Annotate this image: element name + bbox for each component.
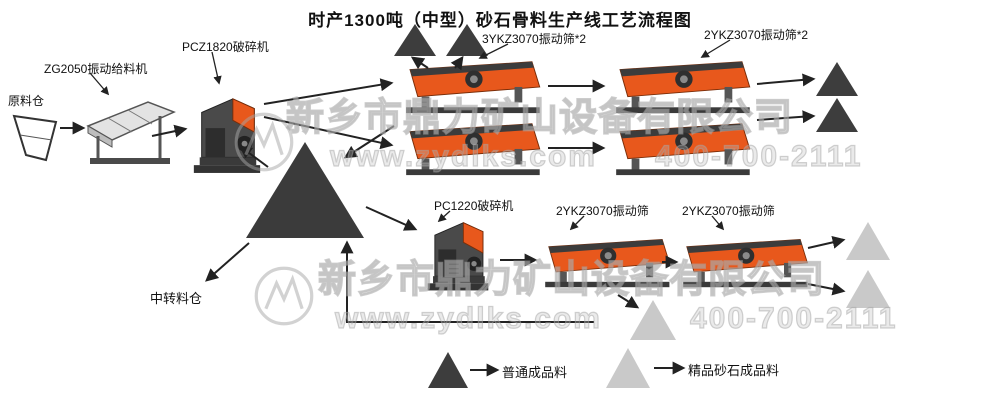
dingli-logo-watermark-2 [254, 266, 314, 326]
arrow-screen-b2-to-pile [756, 110, 816, 124]
screen-group-b-label: 2YKZ3070振动筛*2 [704, 28, 809, 42]
legend-ordinary-triangle [428, 352, 468, 388]
screen-d-machine [683, 239, 808, 288]
screen-a2-machine [406, 123, 541, 176]
screen-c-label: 2YKZ3070振动筛 [556, 204, 649, 218]
screen-d-label: 2YKZ3070振动筛 [682, 204, 775, 218]
pointer-primary-crusher-label [211, 51, 222, 85]
stockpile-triangle-right-2 [816, 98, 858, 132]
legend-premium-label: 精品砂石成品料 [688, 363, 780, 378]
screen-group-a-label: 3YKZ3070振动筛*2 [482, 32, 587, 46]
arrow-transfer-to-pc1220 [365, 206, 418, 231]
primary-crusher-label: PCZ1820破碎机 [182, 40, 269, 54]
arrow-crusher-to-screen-a2 [263, 116, 394, 150]
secondary-crusher-label: PC1220破碎机 [434, 199, 514, 213]
watermark-website-2: www.zydlks.com [334, 301, 602, 335]
arrow-transfer-to-label [205, 242, 250, 282]
transfer-bin-triangle [246, 142, 364, 238]
vibrating-feeder-machine [86, 101, 176, 164]
stockpile-triangle-right-1 [816, 62, 858, 96]
legend-ordinary-label: 普通成品料 [502, 365, 568, 380]
feeder-label: ZG2050振动给料机 [44, 62, 148, 76]
legend-premium-triangle [606, 348, 650, 388]
arrow-screen-d-to-premium-2 [807, 282, 846, 296]
raw-bin-label: 原料仓 [8, 94, 45, 108]
premium-triangle-bottom [630, 300, 676, 340]
screen-c-machine [545, 239, 670, 288]
transfer-bin-label: 中转料仓 [150, 291, 203, 306]
premium-triangle-right-2 [846, 270, 890, 308]
screen-b2-machine [616, 123, 751, 176]
stockpile-triangle-top-1 [394, 24, 436, 56]
raw-bin-hopper-icon [12, 114, 58, 162]
arrow-screen-d-to-premium-1 [807, 235, 846, 249]
page-title: 时产1300吨（中型）砂石骨料生产线工艺流程图 [308, 11, 692, 30]
arrow-crusher-to-screen-a1 [263, 78, 394, 105]
screen-b1-machine [616, 61, 751, 114]
premium-triangle-right-1 [846, 222, 890, 260]
screen-a1-machine [406, 61, 541, 114]
arrow-screen-b1-to-pile [756, 73, 816, 87]
secondary-crusher-machine [427, 222, 489, 291]
